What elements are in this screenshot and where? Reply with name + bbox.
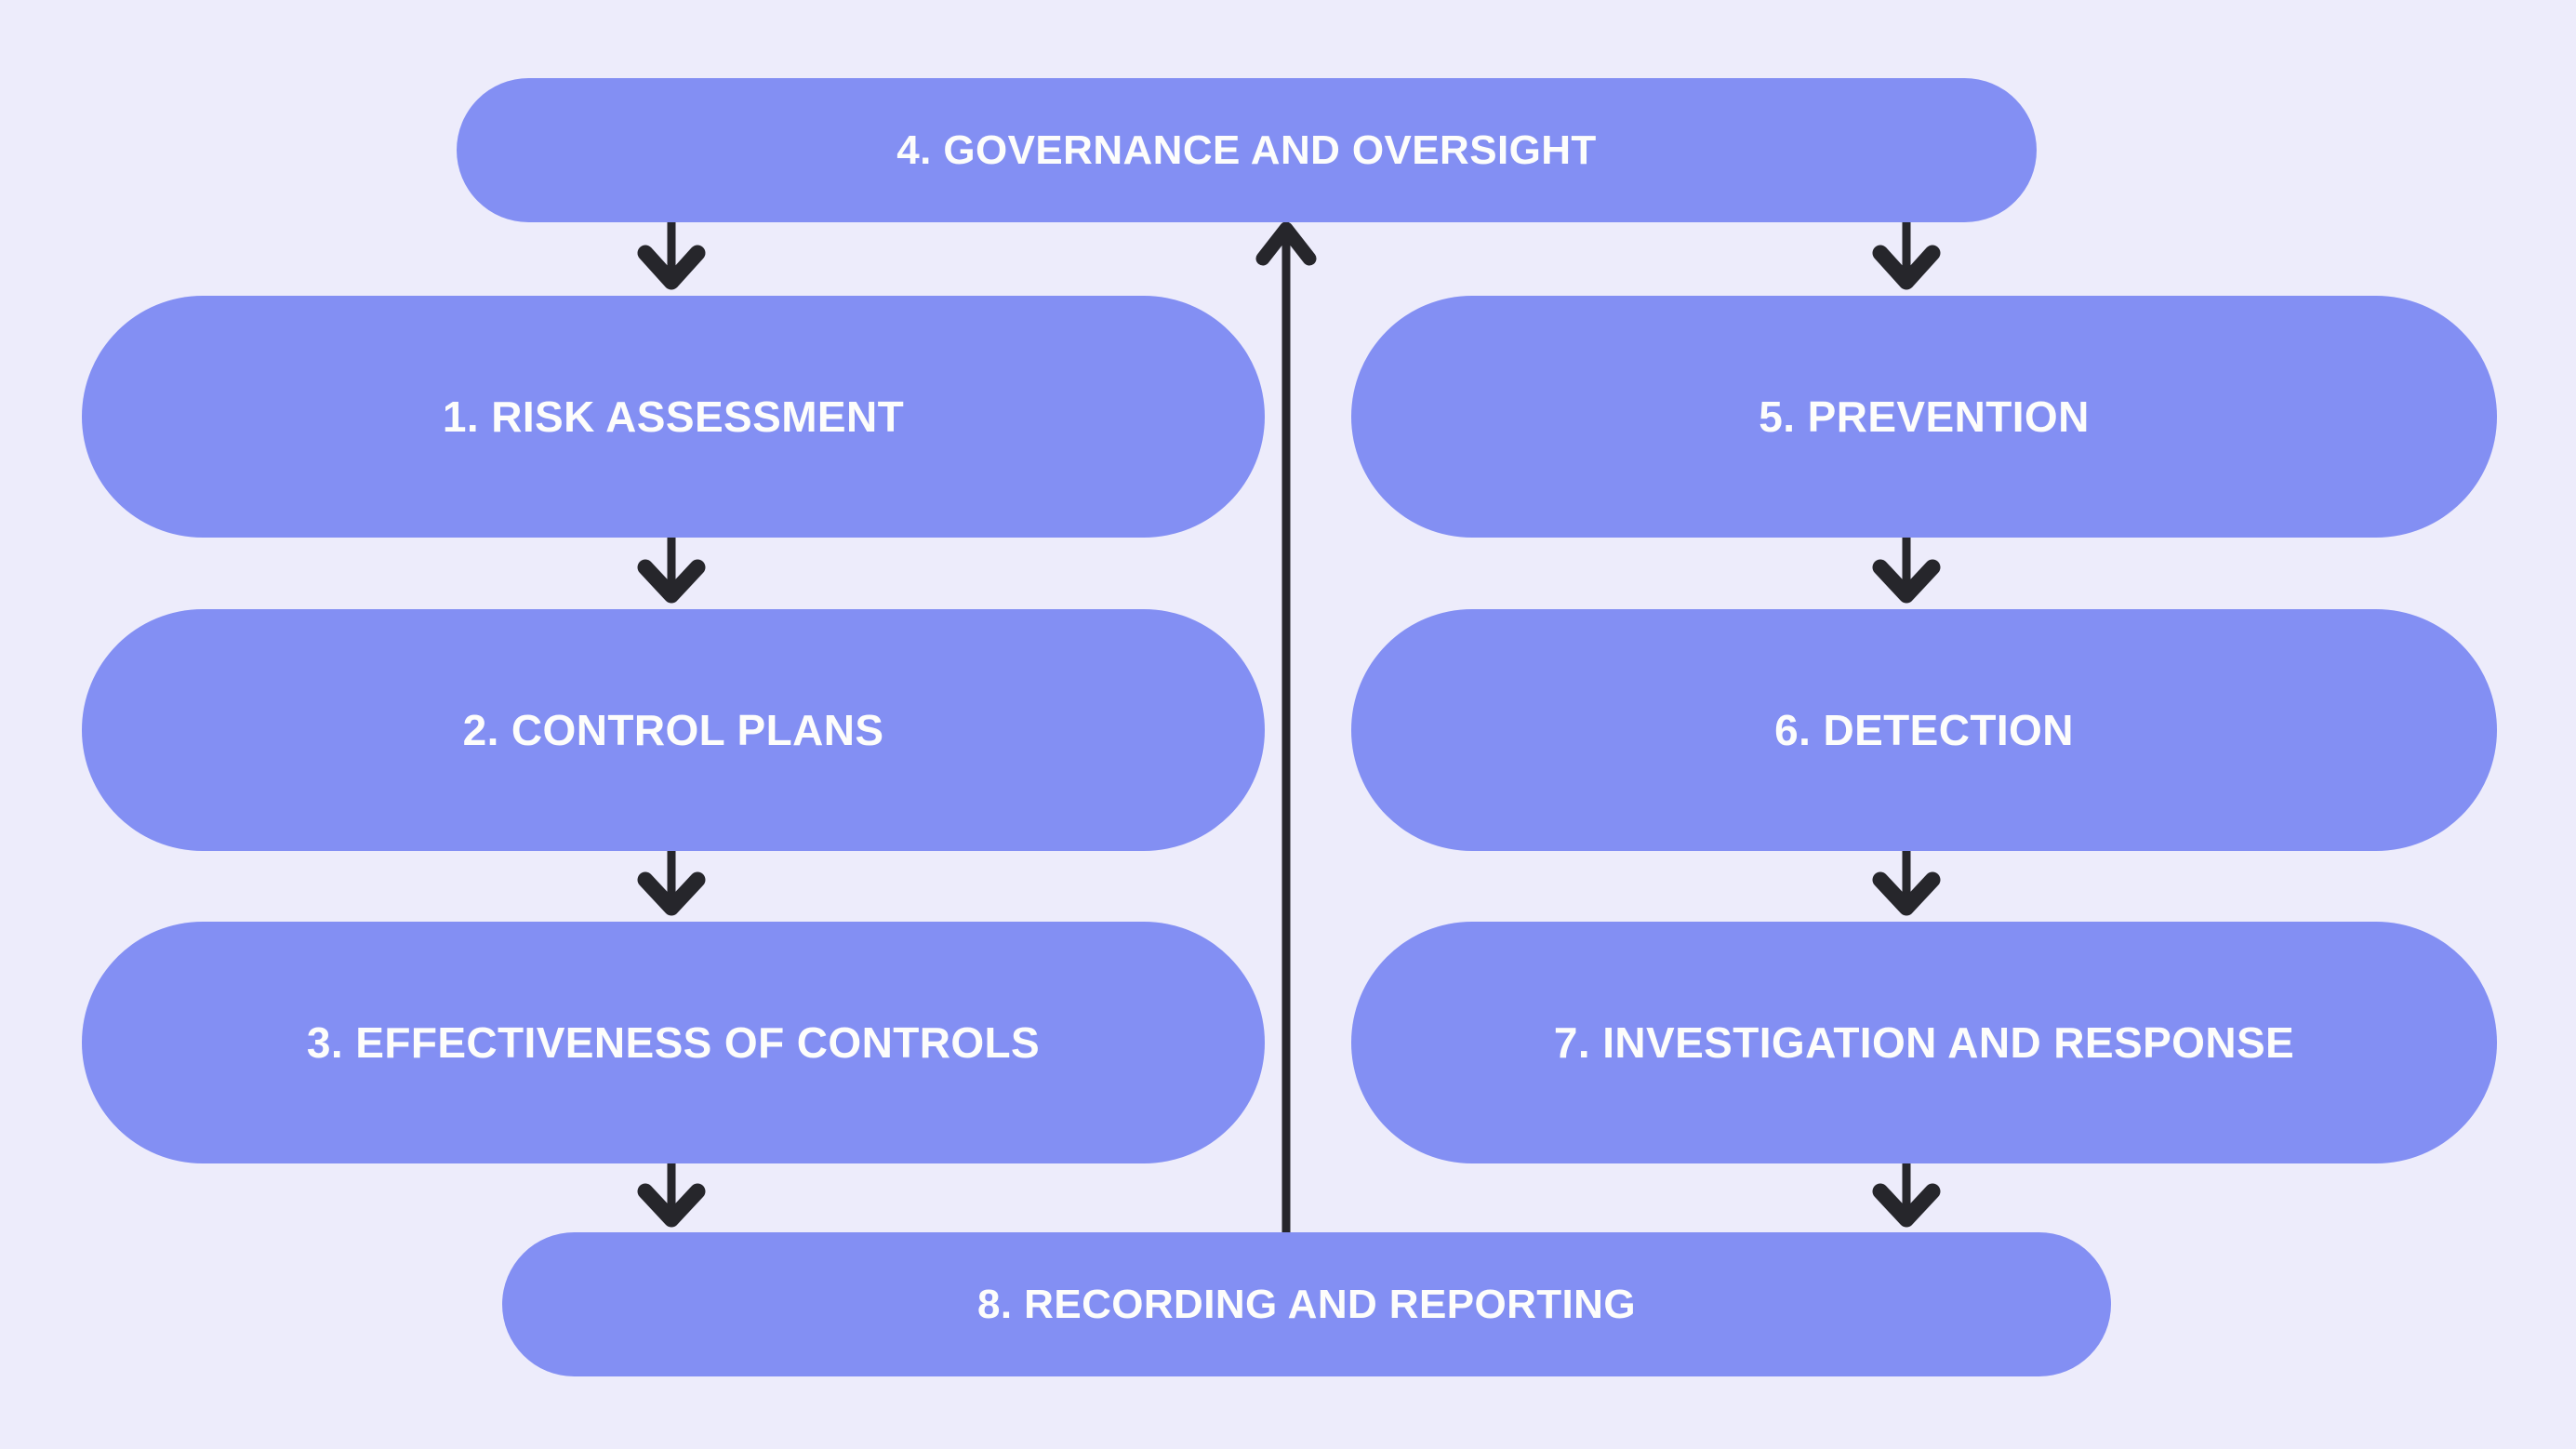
node-investigation-and-response[interactable]: 7. INVESTIGATION AND RESPONSE (1351, 922, 2497, 1163)
connector-control-plans-to-effectiveness (637, 851, 706, 916)
connector-investigation-to-recording (1872, 1163, 1941, 1228)
node-detection[interactable]: 6. DETECTION (1351, 609, 2497, 851)
connector-prevention-to-detection (1872, 538, 1941, 604)
node-control-plans[interactable]: 2. CONTROL PLANS (82, 609, 1265, 851)
connector-recording-to-governance (1255, 221, 1317, 1251)
node-label-governance: 4. GOVERNANCE AND OVERSIGHT (896, 126, 1597, 173)
connector-governance-to-risk-assessment (637, 222, 706, 290)
node-label-detection: 6. DETECTION (1774, 706, 2074, 754)
node-label-control-plans: 2. CONTROL PLANS (462, 706, 884, 754)
node-recording-and-reporting[interactable]: 8. RECORDING AND REPORTING (502, 1232, 2111, 1376)
node-label-investigation-and-response: 7. INVESTIGATION AND RESPONSE (1553, 1018, 2295, 1067)
node-prevention[interactable]: 5. PREVENTION (1351, 296, 2497, 538)
connector-effectiveness-to-recording (637, 1163, 706, 1228)
node-risk-assessment[interactable]: 1. RISK ASSESSMENT (82, 296, 1265, 538)
node-label-risk-assessment: 1. RISK ASSESSMENT (442, 392, 905, 441)
connector-risk-assessment-to-control-plans (637, 538, 706, 604)
node-label-effectiveness-of-controls: 3. EFFECTIVENESS OF CONTROLS (306, 1018, 1041, 1067)
node-effectiveness-of-controls[interactable]: 3. EFFECTIVENESS OF CONTROLS (82, 922, 1265, 1163)
node-governance-and-oversight[interactable]: 4. GOVERNANCE AND OVERSIGHT (457, 78, 2037, 222)
node-label-recording-and-reporting: 8. RECORDING AND REPORTING (977, 1281, 1636, 1327)
connector-detection-to-investigation (1872, 851, 1941, 916)
node-label-prevention: 5. PREVENTION (1759, 392, 2090, 441)
connector-governance-to-prevention (1872, 222, 1941, 290)
